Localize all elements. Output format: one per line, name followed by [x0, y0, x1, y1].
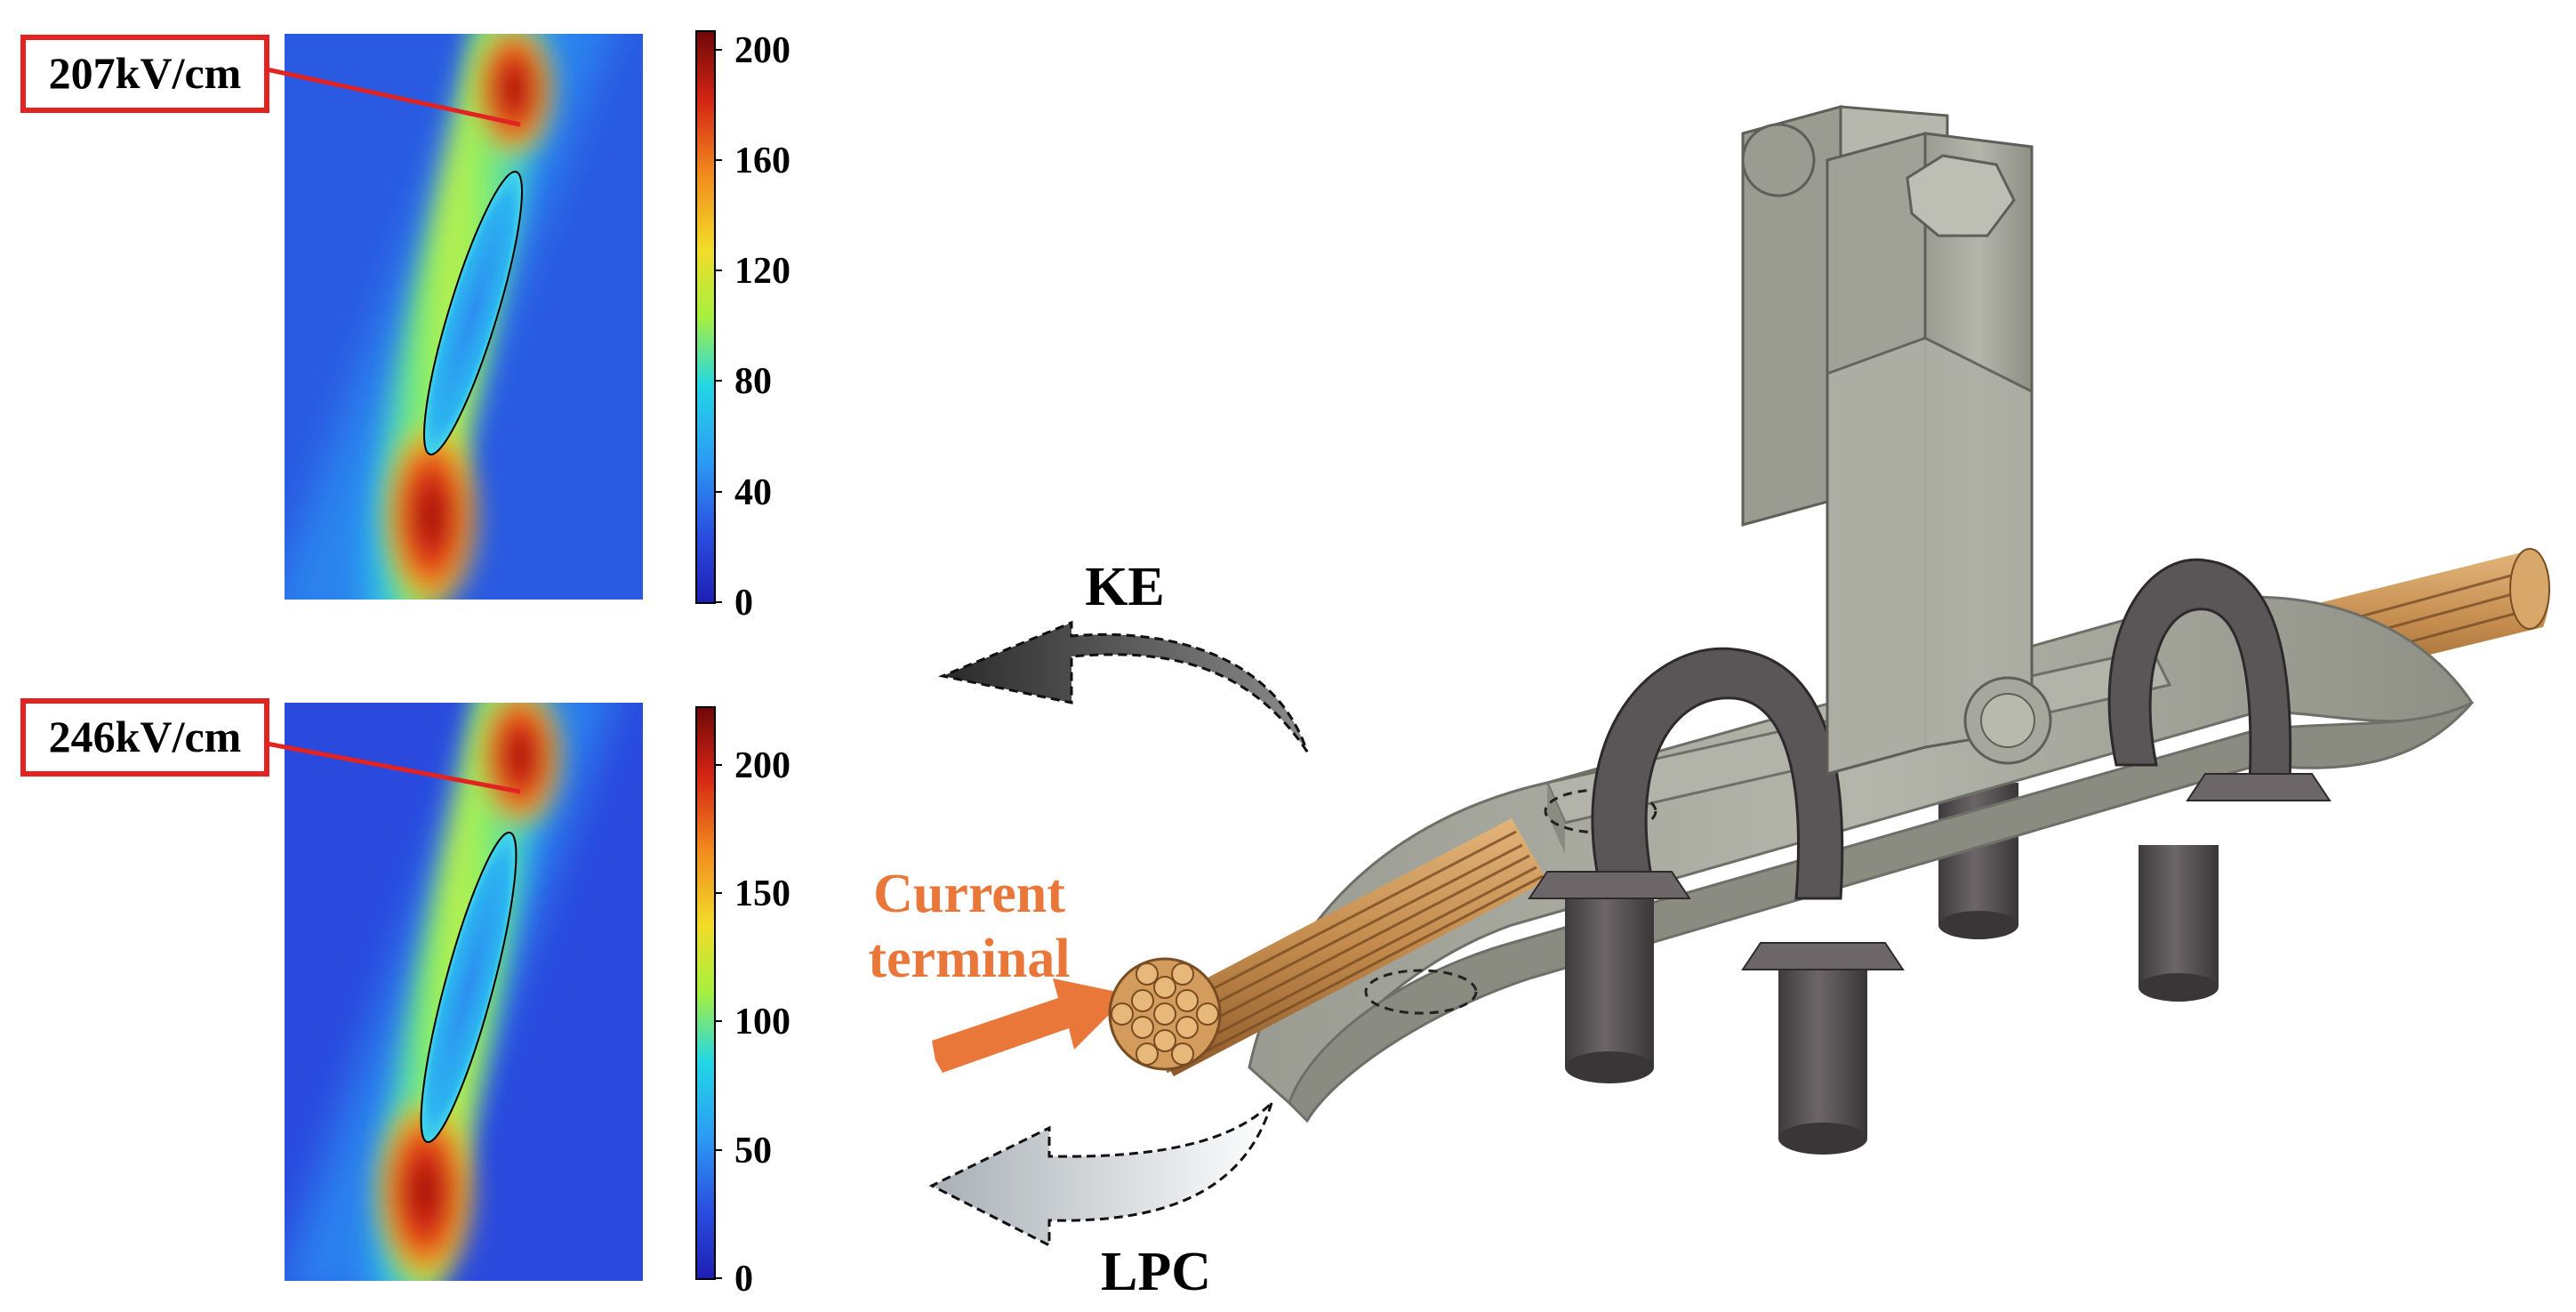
callout-top: 207kV/cm [20, 35, 521, 127]
colorbar-bottom-tick-150: 150 [734, 873, 790, 914]
terminal-line-1: Current [873, 864, 1065, 924]
colorbar-top-tick-40: 40 [734, 472, 772, 513]
ke-arrow: KE [937, 557, 1309, 753]
colorbar-bottom-tick-100: 100 [734, 1002, 790, 1042]
suspension-clamp [1108, 105, 2550, 1155]
terminal-pointer-arrow [932, 978, 1129, 1073]
field-map-bottom [285, 703, 643, 1281]
colorbar-top-tick-0: 0 [734, 583, 753, 624]
colorbar-top-tick-200: 200 [734, 30, 790, 71]
colorbar-bottom-tick-50: 50 [734, 1131, 772, 1171]
lpc-label: LPC [1101, 1242, 1211, 1302]
callout-bottom-text: 246kV/cm [49, 712, 242, 761]
lpc-arrow: LPC [928, 1101, 1273, 1302]
colorbar-bottom-tick-200: 200 [734, 745, 790, 786]
colorbar-top-tick-80: 80 [734, 361, 772, 402]
colorbar-top-tick-160: 160 [734, 141, 790, 181]
callout-bottom: 246kV/cm [20, 698, 521, 794]
colorbar-top: 200 160 120 80 40 0 [695, 30, 790, 624]
terminal-line-2: terminal [868, 929, 1070, 989]
colorbar-bottom: 200 150 100 50 0 [695, 706, 790, 1300]
callout-top-text: 207kV/cm [49, 48, 242, 98]
colorbar-bottom-tick-0: 0 [734, 1259, 753, 1300]
colorbar-top-tick-120: 120 [734, 251, 790, 292]
current-terminal-label: Current terminal [868, 864, 1070, 989]
ke-label: KE [1085, 557, 1165, 617]
field-map-top [285, 34, 643, 600]
